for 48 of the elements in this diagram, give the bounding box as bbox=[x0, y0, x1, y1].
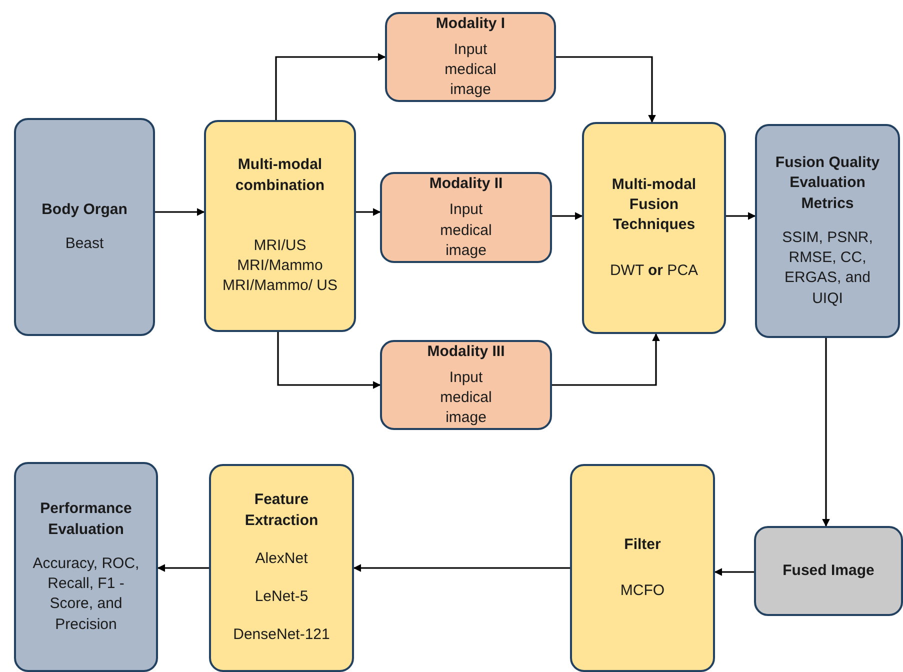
box-heading: Fused Image bbox=[782, 560, 874, 581]
box-text: DenseNet-121 bbox=[233, 625, 330, 646]
arrow bbox=[552, 212, 583, 220]
box-heading: Modality I bbox=[436, 14, 506, 34]
arrow bbox=[277, 332, 381, 389]
box-heading: Fusion Quality Evaluation Metrics bbox=[774, 153, 881, 214]
arrow bbox=[275, 53, 386, 120]
box-text: Input medical image bbox=[444, 40, 498, 100]
box-text: MRI/Mammo bbox=[236, 256, 324, 276]
process-box bbox=[14, 118, 155, 336]
box-heading: Feature Extraction bbox=[244, 490, 320, 531]
arrow bbox=[552, 333, 660, 386]
process-box bbox=[380, 172, 552, 263]
box-text: MRI/US bbox=[252, 236, 308, 256]
box-text: Beast bbox=[65, 234, 104, 254]
arrow bbox=[155, 208, 205, 216]
process-box bbox=[204, 120, 356, 332]
process-box bbox=[582, 122, 726, 334]
process-box bbox=[755, 124, 900, 338]
process-box bbox=[209, 464, 354, 672]
box-heading: Multi-modal combination bbox=[234, 155, 326, 196]
box-heading: Multi-modal Fusion Techniques bbox=[610, 174, 698, 235]
box-text: Input medical image bbox=[439, 368, 493, 428]
arrow bbox=[556, 56, 656, 123]
arrow bbox=[714, 568, 754, 576]
box-heading: Performance Evaluation bbox=[39, 499, 133, 540]
box-text: LeNet-5 bbox=[254, 587, 308, 608]
box-heading: Modality III bbox=[427, 342, 505, 362]
arrow bbox=[822, 338, 830, 527]
box-text: SSIM, PSNR, RMSE, CC, ERGAS, and UIQI bbox=[781, 228, 874, 309]
process-box bbox=[385, 12, 556, 102]
box-text: Accuracy, ROC, Recall, F1 - Score, and Precision bbox=[32, 554, 140, 634]
box-text: MCFO bbox=[620, 581, 665, 601]
arrow bbox=[353, 564, 570, 572]
box-text: Input medical image bbox=[439, 200, 493, 261]
box-text: MRI/Mammo/ US bbox=[222, 276, 338, 296]
process-box bbox=[570, 464, 715, 672]
process-box bbox=[380, 340, 552, 430]
arrow bbox=[726, 212, 756, 220]
process-box bbox=[754, 526, 903, 616]
box-text: DWT or PCA bbox=[610, 261, 698, 282]
box-text: AlexNet bbox=[255, 548, 308, 569]
box-heading: Body Organ bbox=[42, 200, 128, 220]
arrow bbox=[157, 564, 209, 572]
arrow bbox=[356, 208, 381, 216]
box-heading: Filter bbox=[624, 534, 661, 555]
process-box bbox=[14, 462, 158, 672]
box-heading: Modality II bbox=[429, 174, 503, 194]
